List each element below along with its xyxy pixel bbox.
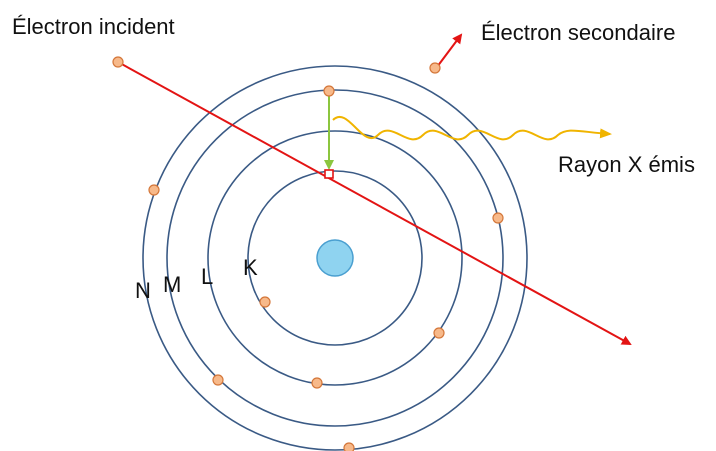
electron-n-left	[148, 184, 160, 196]
orbit-n	[142, 65, 528, 451]
electron-l-bottom	[311, 377, 323, 389]
secondary-electron-label: Électron secondaire	[481, 20, 675, 45]
shell-label-k: K	[243, 255, 258, 280]
shell-label-l: L	[201, 264, 213, 289]
secondary-electron-path	[436, 33, 463, 68]
vacancy-marker	[324, 169, 334, 179]
electron-m-lowleft	[212, 374, 224, 386]
electrons	[112, 56, 504, 451]
shell-label-n: N	[135, 278, 151, 303]
orbit-m	[166, 89, 504, 427]
incident-electron	[112, 56, 124, 68]
incident-electron-path	[117, 61, 632, 345]
electron-m-top	[323, 85, 335, 97]
orbit-k	[247, 170, 423, 346]
orbit-l	[207, 130, 463, 386]
electron-m-lowright	[433, 327, 445, 339]
shell-label-m: M	[163, 272, 181, 297]
nucleus	[316, 239, 354, 277]
electron-m-right	[492, 212, 504, 224]
incident-electron-label: Électron incident	[12, 14, 175, 39]
electron-n-bottom	[343, 442, 355, 451]
xray-wave	[332, 116, 612, 141]
secondary-electron	[429, 62, 441, 74]
electron-k	[259, 296, 271, 308]
emitted-xray-label: Rayon X émis	[558, 152, 695, 177]
